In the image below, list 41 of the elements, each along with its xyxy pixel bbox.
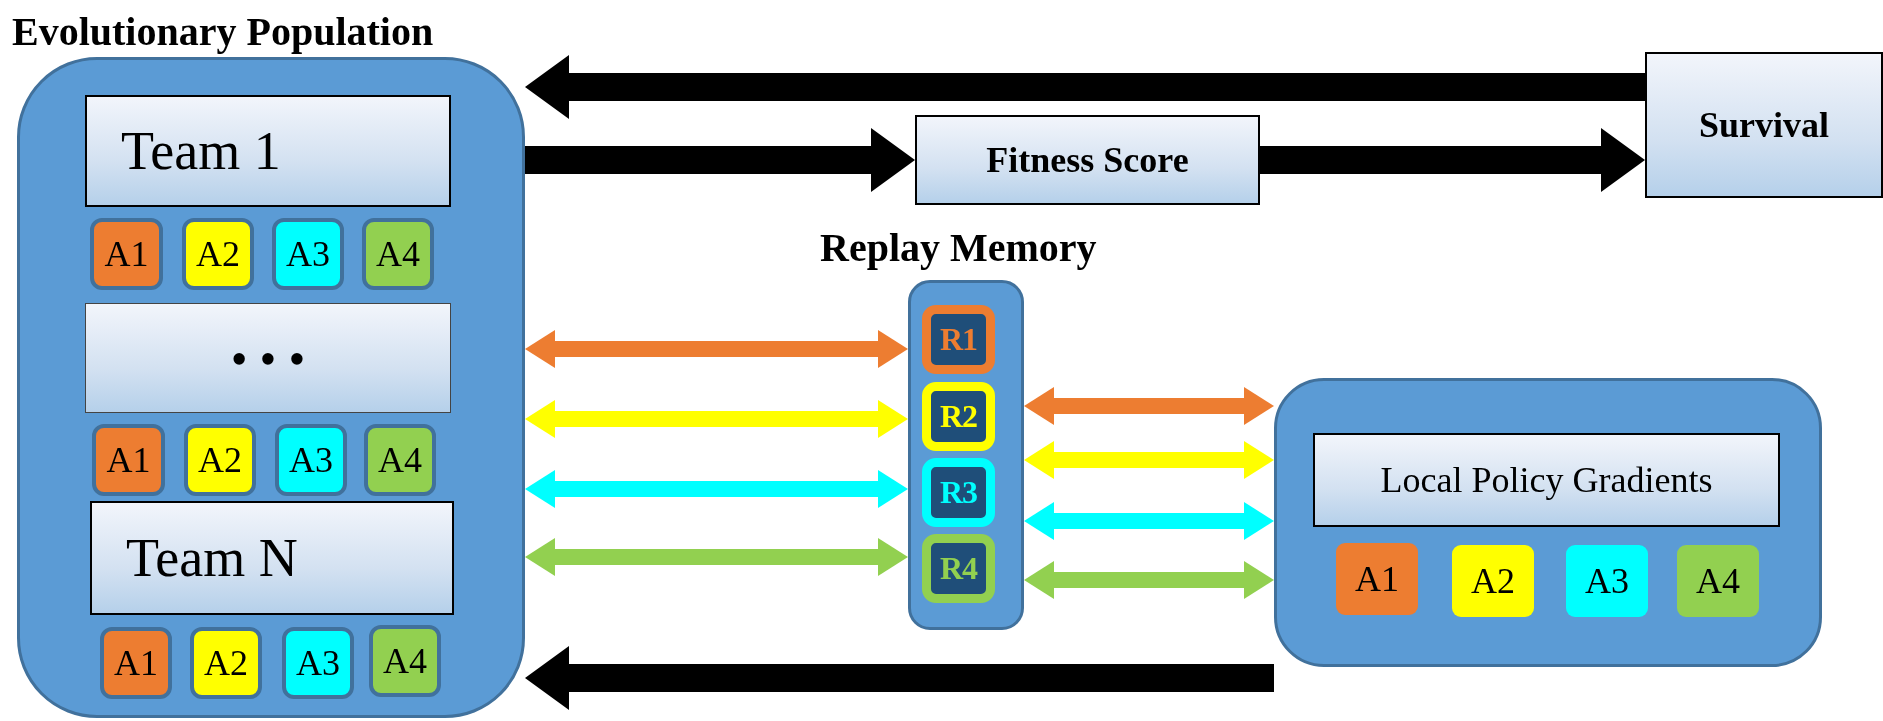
agent-box: A1 <box>92 424 165 496</box>
double-arrow <box>1024 502 1274 540</box>
replay-slot: R1 <box>922 305 995 374</box>
agent-box: A4 <box>364 424 436 496</box>
panel-title: Replay Memory <box>820 224 1097 271</box>
agent-box: A4 <box>362 218 434 290</box>
agent-box: A1 <box>100 627 172 699</box>
panel-title: Evolutionary Population <box>12 8 434 55</box>
double-arrow <box>525 538 908 576</box>
agent-box: A3 <box>282 627 354 699</box>
agent-box: A1 <box>1336 543 1418 615</box>
team-box: Team N <box>90 501 454 615</box>
replay-slot: R3 <box>922 458 995 527</box>
agent-box: A3 <box>272 218 344 290</box>
ellipsis-box: • • • <box>85 303 451 413</box>
arrow <box>525 55 1645 119</box>
agent-box: A2 <box>190 627 262 699</box>
double-arrow <box>525 330 908 368</box>
process-box: Fitness Score <box>915 115 1260 205</box>
replay-slot: R2 <box>922 382 995 451</box>
double-arrow <box>1024 387 1274 425</box>
replay-slot: R4 <box>922 534 995 603</box>
agent-box: A2 <box>182 218 254 290</box>
agent-box: A2 <box>1452 545 1534 617</box>
double-arrow <box>525 470 908 508</box>
team-box: Team 1 <box>85 95 451 207</box>
double-arrow <box>1024 561 1274 599</box>
policy-panel <box>1274 378 1822 667</box>
agent-box: A1 <box>90 218 163 290</box>
agent-box: A2 <box>184 424 256 496</box>
agent-box: A3 <box>275 424 347 496</box>
double-arrow <box>1024 441 1274 479</box>
agent-box: A4 <box>1677 545 1759 617</box>
process-box: Survival <box>1645 52 1883 198</box>
arrow <box>525 128 915 192</box>
process-box: Local Policy Gradients <box>1313 433 1780 527</box>
arrow <box>1260 128 1645 192</box>
arrow <box>525 646 1274 710</box>
agent-box: A3 <box>1566 545 1648 617</box>
double-arrow <box>525 400 908 438</box>
agent-box: A4 <box>369 625 441 697</box>
